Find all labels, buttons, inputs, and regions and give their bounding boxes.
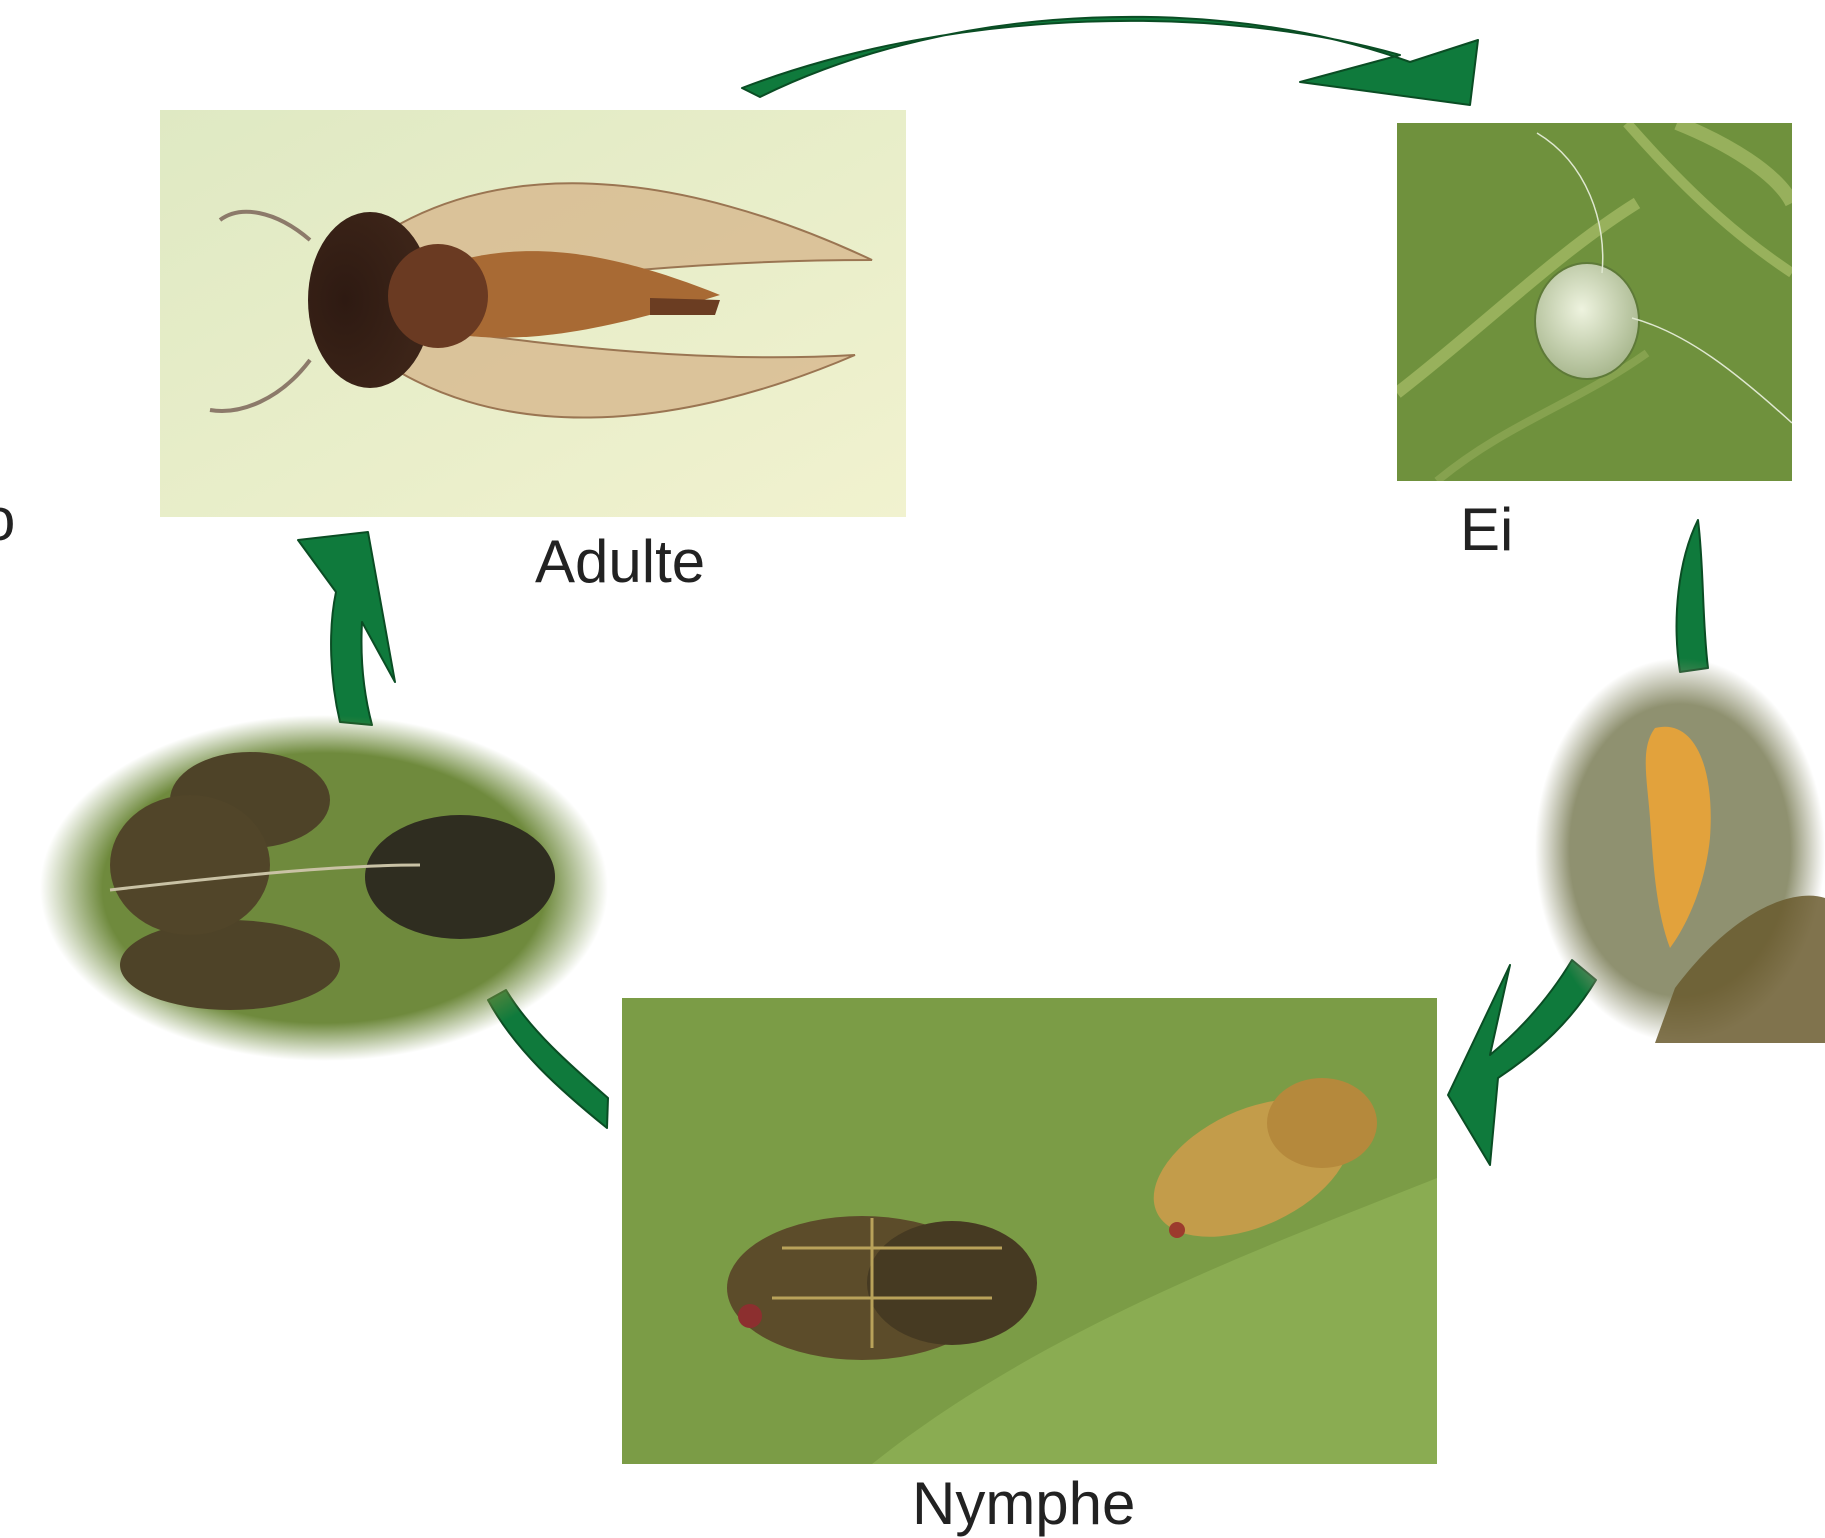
arrow-adult-to-egg	[742, 17, 1478, 105]
late-nymph-vignette	[40, 715, 608, 1062]
arrow-egg-to-larva	[1677, 520, 1708, 672]
nymph-photo	[622, 998, 1437, 1464]
adult-photo	[160, 110, 906, 517]
arrow-instar-to-adult	[298, 532, 395, 725]
egg-label: Ei	[1460, 500, 1513, 560]
egg-photo	[1397, 123, 1792, 481]
cut-off-label: o	[0, 490, 15, 550]
adult-label: Adulte	[535, 532, 705, 592]
nymph-label: Nymphe	[912, 1474, 1135, 1534]
hatching-larva-vignette	[1535, 658, 1825, 1043]
